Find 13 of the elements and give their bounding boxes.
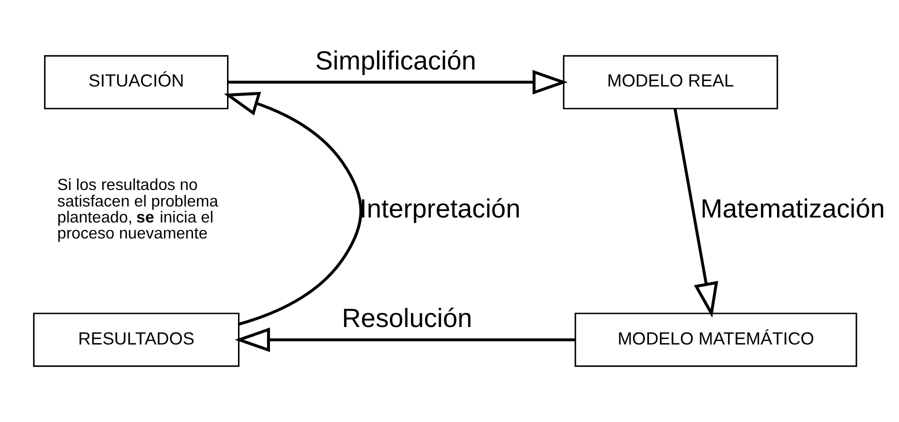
node-box: RESULTADOS — [33, 312, 240, 367]
edge-label: Matematización — [700, 193, 885, 224]
arrow — [234, 328, 576, 352]
edge-label: Resolución — [342, 303, 472, 334]
arrow — [224, 92, 362, 326]
arrow — [674, 108, 718, 318]
edge-label: Simplificación — [315, 46, 476, 76]
arrow — [228, 70, 568, 94]
node-box: MODELO MATEMÁTICO — [574, 312, 858, 367]
node-box: SITUACIÓN — [44, 55, 228, 110]
node-box: MODELO REAL — [562, 55, 778, 110]
label: Si los resultados no satisfacen el problema planteado, se inicia el proceso nuevamente — [57, 176, 218, 243]
edge-label: Interpretación — [359, 193, 520, 224]
